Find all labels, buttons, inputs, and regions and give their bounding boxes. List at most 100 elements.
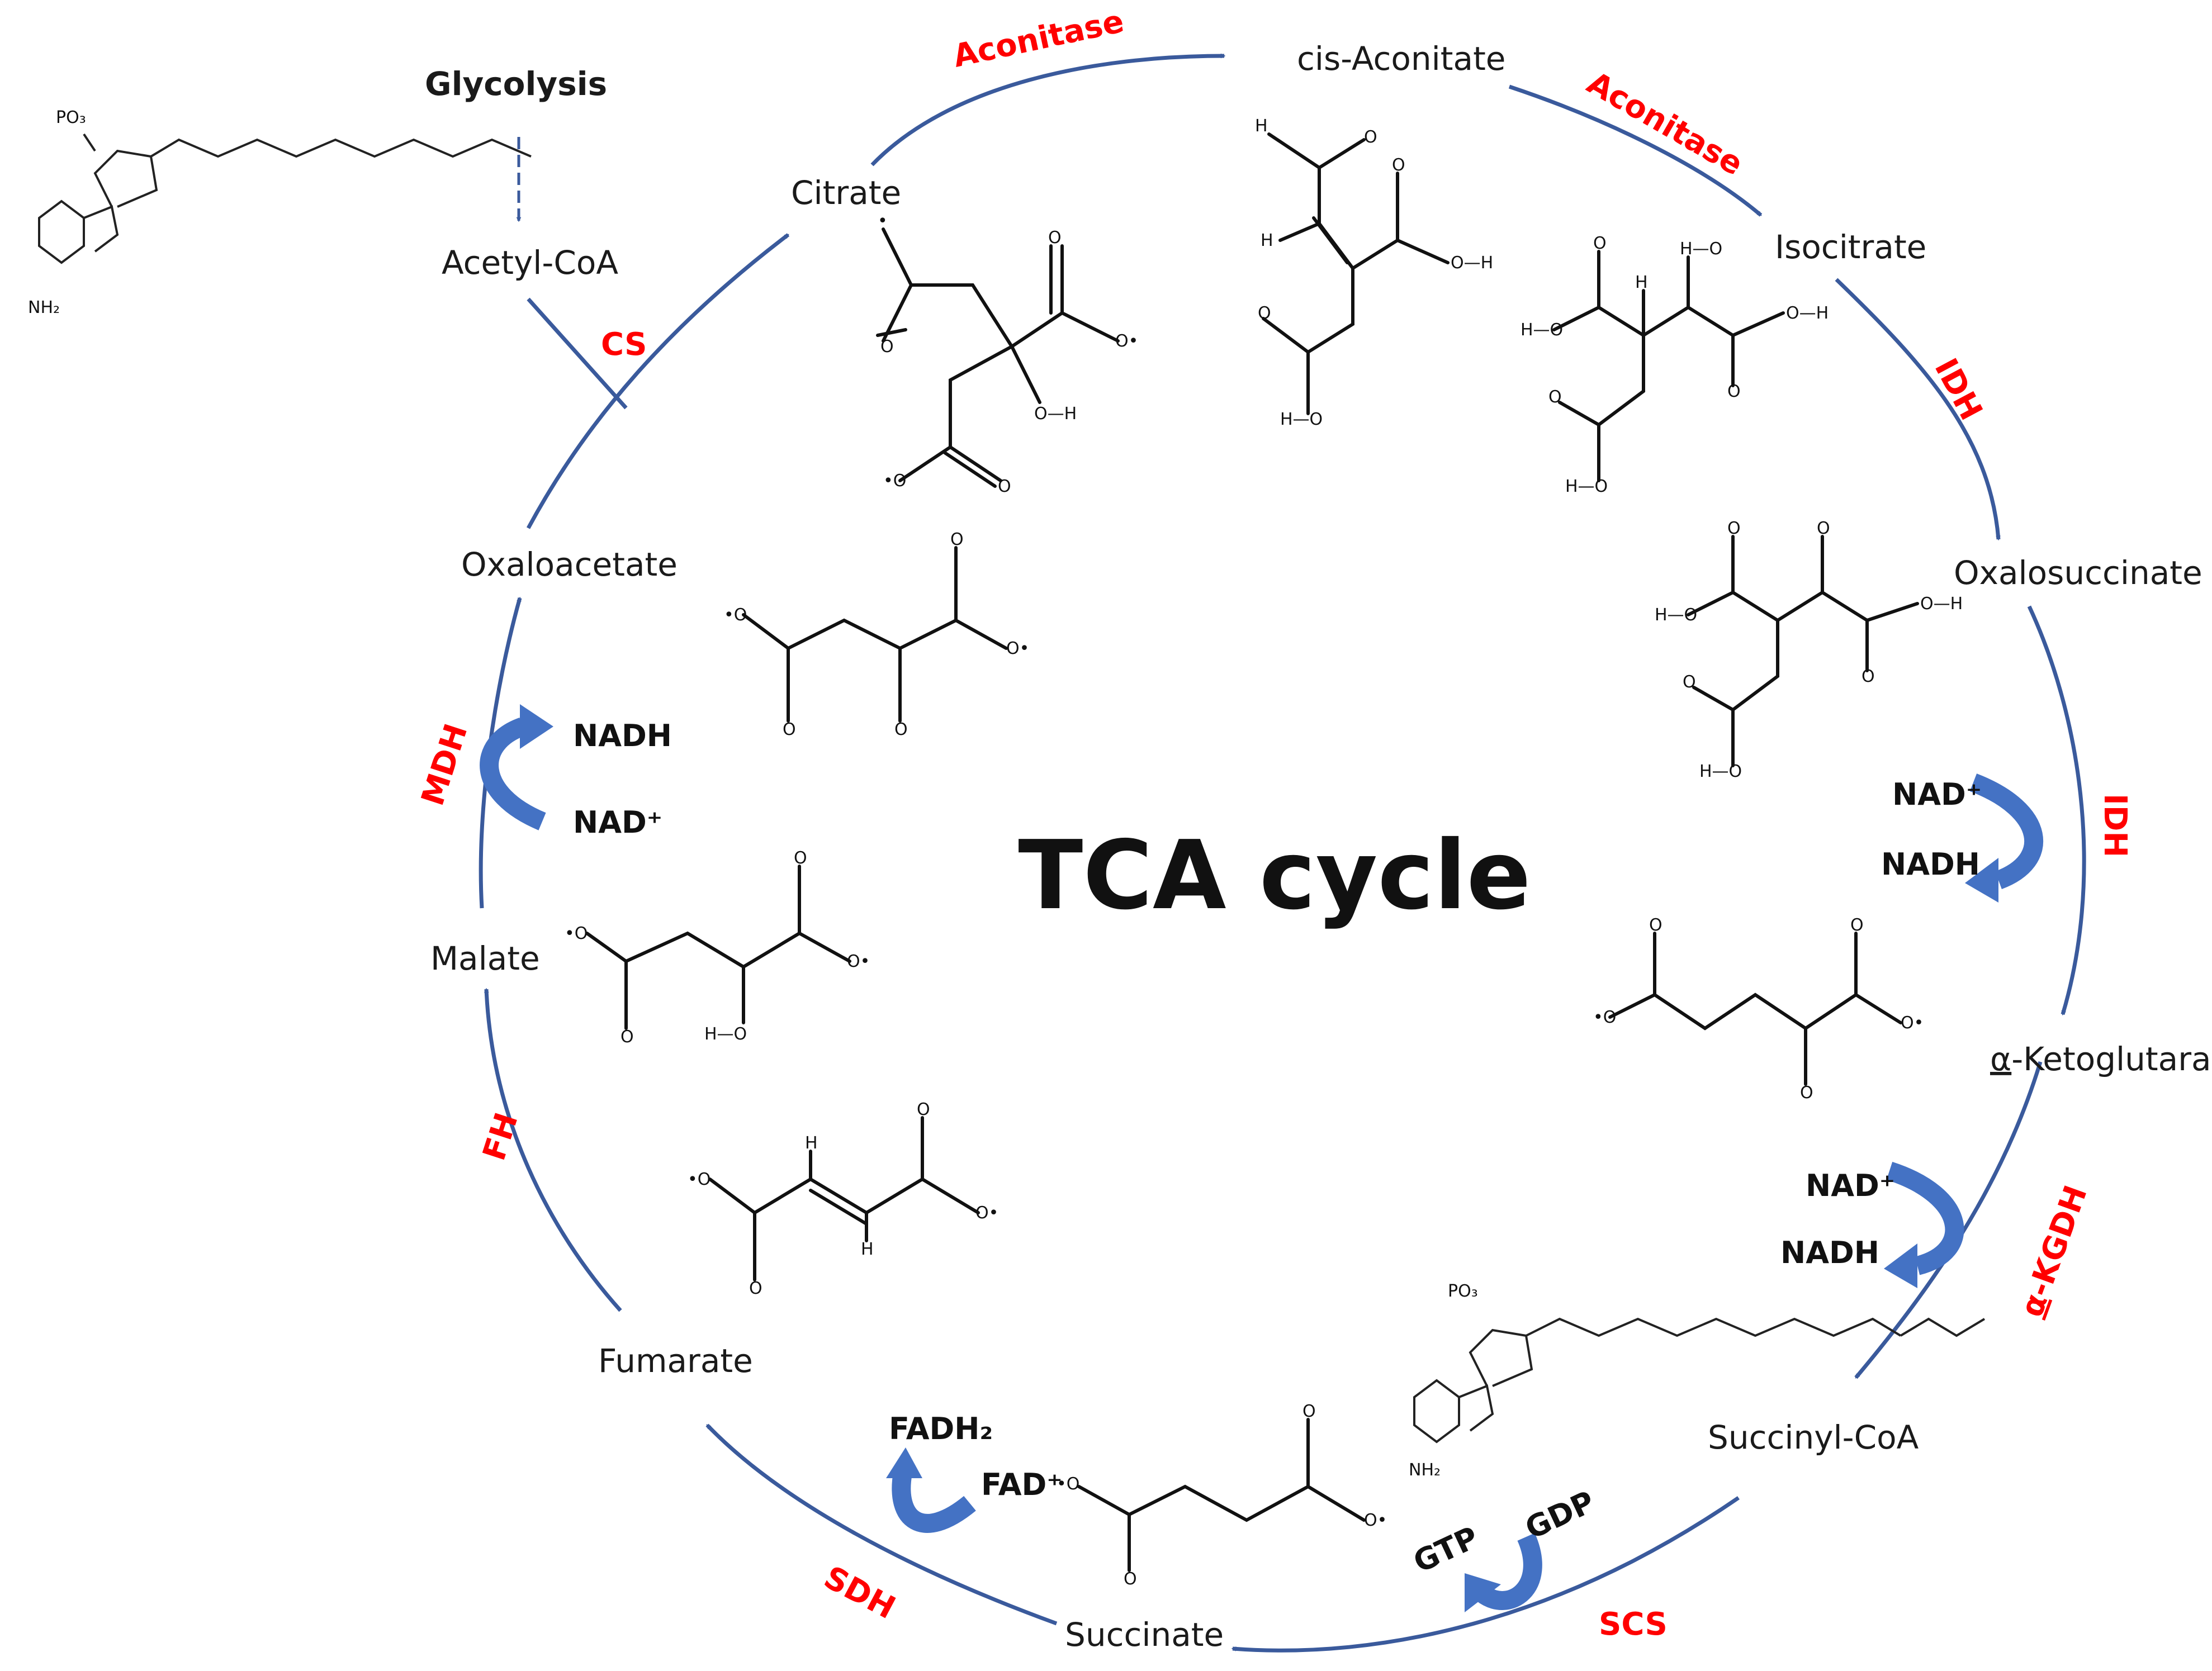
svg-text:•O: •O <box>883 471 906 491</box>
svg-text:•O: •O <box>565 924 588 943</box>
oxaloacetate-structure: •O O O O O• <box>724 530 1029 739</box>
isocitrate-structure: H—O O H H—O O O—H O H—O <box>1521 234 1829 496</box>
svg-text:•: • <box>878 211 888 231</box>
svg-text:O: O <box>950 530 964 549</box>
sdh-cofactor-arrow-icon <box>886 1447 976 1533</box>
svg-text:O—H: O—H <box>1786 303 1829 323</box>
cofactor-sdh-out: FADH₂ <box>889 1411 993 1446</box>
svg-text:O: O <box>1817 519 1830 538</box>
svg-text:H—O: H—O <box>1521 320 1563 340</box>
succinate-structure: •O O O O• <box>1057 1402 1387 1589</box>
svg-text:H: H <box>1261 231 1273 250</box>
succinyl-coa-structure: NH₂ PO₃ <box>1409 1281 1986 1480</box>
svg-text:H—O: H—O <box>1699 762 1742 781</box>
svg-text:O: O <box>1800 1083 1813 1103</box>
svg-text:NH₂: NH₂ <box>28 298 60 317</box>
svg-text:O: O <box>1727 519 1741 538</box>
arrow-isocitrate-to-oxalosuccinate <box>1835 278 1998 539</box>
cofactor-idh-in: NAD⁺ <box>1892 777 1982 812</box>
svg-text:O: O <box>1649 915 1662 935</box>
enzyme-sdh: SDH <box>818 1559 901 1626</box>
diagram-title: TCA cycle <box>1018 820 1531 931</box>
cofactor-kgdh-in: NAD⁺ <box>1806 1168 1895 1203</box>
svg-text:O: O <box>1048 228 1062 248</box>
svg-text:•O: •O <box>1057 1474 1079 1494</box>
metabolite-acetyl-coa: Acetyl-CoA <box>442 244 618 282</box>
svg-text:O•: O• <box>1006 639 1029 658</box>
svg-text:H—O: H—O <box>1280 410 1323 429</box>
arrow-succinate-to-fumarate <box>705 1423 1058 1626</box>
svg-text:O•: O• <box>1901 1013 1924 1033</box>
idh-cofactor-arrow-icon <box>1965 773 2044 903</box>
cis-aconitate-structure: H O O O—H H O H—O <box>1255 116 1493 429</box>
metabolite-succinyl-coa: Succinyl-CoA <box>1708 1418 1919 1456</box>
svg-text:•O: •O <box>688 1170 711 1189</box>
citrate-structure: • O O• O—H O •O O <box>876 211 1138 496</box>
cofactor-scs-out: GTP <box>1408 1520 1484 1580</box>
svg-text:O•: O• <box>975 1203 998 1223</box>
svg-text:NH₂: NH₂ <box>1409 1460 1441 1480</box>
svg-text:•O: •O <box>724 605 747 625</box>
svg-text:H: H <box>805 1133 818 1153</box>
mdh-cofactor-arrow-icon <box>480 704 553 830</box>
svg-text:H: H <box>1635 273 1648 292</box>
cofactor-kgdh-out: NADH <box>1780 1235 1879 1270</box>
arrow-cis-aconitate-to-isocitrate <box>1508 84 1763 217</box>
svg-text:H: H <box>861 1240 874 1259</box>
cofactor-mdh-out: NADH <box>573 718 672 753</box>
metabolite-isocitrate: Isocitrate <box>1775 228 1926 266</box>
svg-text:O: O <box>1683 672 1696 692</box>
svg-text:O: O <box>917 1100 930 1119</box>
svg-text:O: O <box>783 720 796 739</box>
metabolite-succinate: Succinate <box>1065 1616 1224 1654</box>
svg-text:O•: O• <box>847 952 870 971</box>
arrow-oxalosuccinate-to-ketoglutarate <box>2027 605 2086 1014</box>
svg-text:O: O <box>1850 915 1864 935</box>
svg-text:O: O <box>794 848 807 868</box>
metabolite-oxalosuccinate: Oxalosuccinate <box>1954 554 2202 592</box>
svg-text:O: O <box>1124 1569 1137 1589</box>
svg-text:O—H: O—H <box>1920 594 1963 614</box>
alpha-ketoglutarate-structure: •O O O O O• <box>1593 915 1924 1103</box>
enzyme-mdh: MDH <box>414 719 475 810</box>
enzyme-scs: SCS <box>1599 1606 1668 1642</box>
cofactor-mdh-in: NAD⁺ <box>573 805 662 840</box>
kgdh-cofactor-arrow-icon <box>1884 1161 1964 1288</box>
oxalosuccinate-structure: H—O O O O O—H O H—O <box>1655 519 1963 781</box>
cofactor-idh-out: NADH <box>1881 847 1980 882</box>
metabolite-fumarate: Fumarate <box>598 1342 753 1380</box>
svg-text:O: O <box>1862 667 1875 686</box>
metabolite-citrate: Citrate <box>791 174 901 212</box>
svg-text:H: H <box>1255 116 1268 136</box>
svg-text:O—H: O—H <box>1451 253 1493 273</box>
enzyme-alpha-kgdh: α-KGDH <box>2014 1181 2095 1322</box>
svg-text:O: O <box>1258 303 1271 323</box>
svg-text:H—O: H—O <box>1680 239 1722 259</box>
arrow-citrate-to-cis-aconitate <box>870 56 1224 167</box>
svg-text:O: O <box>749 1279 762 1298</box>
acetyl-coa-entry-line <box>527 297 628 410</box>
svg-text:H—O: H—O <box>1565 477 1608 496</box>
svg-text:PO₃: PO₃ <box>1448 1281 1478 1301</box>
cofactor-arrows <box>480 704 2044 1612</box>
metabolite-alpha-ketoglutarate: α-Ketoglutarate <box>1990 1040 2212 1078</box>
svg-text:O: O <box>880 337 894 357</box>
cofactor-scs-in: GDP <box>1520 1484 1600 1546</box>
svg-text:O: O <box>894 720 908 739</box>
svg-text:O: O <box>1593 234 1607 253</box>
svg-text:O: O <box>1392 155 1405 175</box>
svg-text:O: O <box>1364 127 1377 147</box>
svg-text:H—O: H—O <box>1655 605 1697 625</box>
acetyl-coa-structure: NH₂ PO₃ <box>28 108 532 317</box>
metabolite-cis-aconitate: cis-Aconitate <box>1297 40 1506 78</box>
enzyme-fh: FH <box>476 1108 525 1165</box>
malate-structure: •O O H—O O O• <box>565 848 870 1047</box>
cofactor-labels: NAD⁺ NADH NAD⁺ NADH GDP GTP FAD⁺ FADH₂ N… <box>573 718 1982 1580</box>
arrow-oxaloacetate-to-citrate <box>526 233 790 529</box>
glycolysis-label: Glycolysis <box>425 65 607 103</box>
svg-text:O: O <box>1727 382 1741 401</box>
svg-text:O: O <box>1302 1402 1316 1421</box>
enzyme-cs: CS <box>601 326 647 363</box>
svg-text:PO₃: PO₃ <box>56 108 86 127</box>
svg-text:O: O <box>621 1027 634 1047</box>
